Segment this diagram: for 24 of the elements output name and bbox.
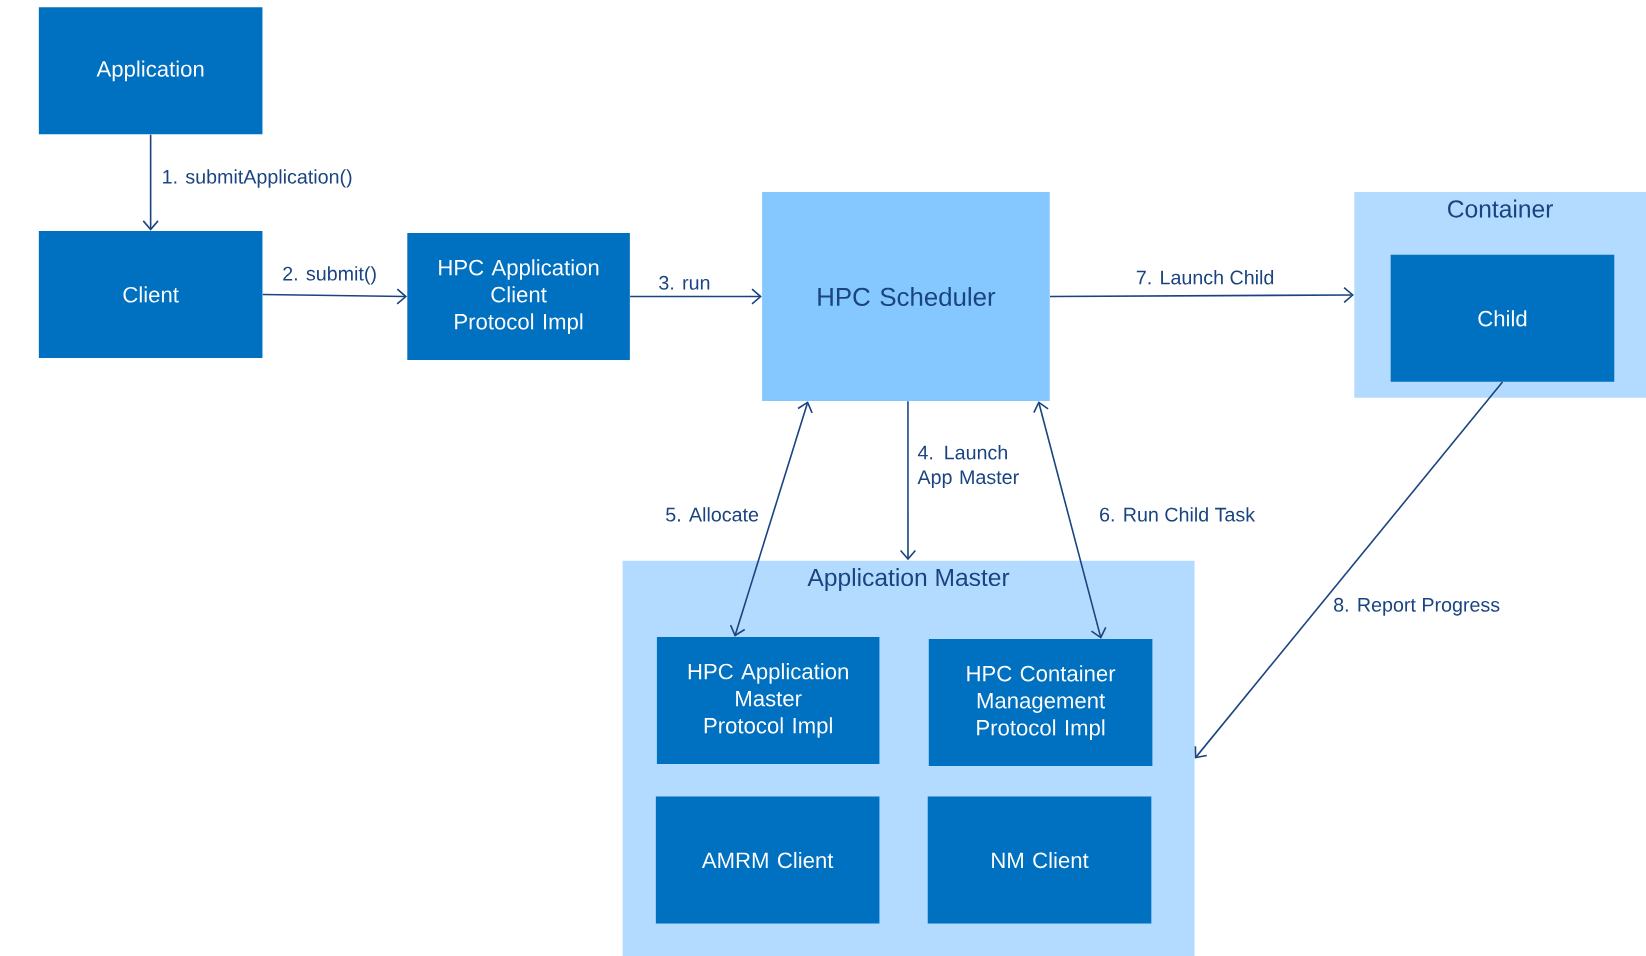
edge-label: 4. Launch App Master [915, 443, 1025, 490]
edge-label: 2. submit() [280, 264, 379, 287]
arrow [1033, 401, 1107, 639]
process-box: NM Client [927, 796, 1152, 924]
process-box: HPC Container Management Protocol Impl [928, 638, 1153, 766]
arrow [899, 400, 917, 561]
edge-label: 7. Launch Child [1134, 268, 1277, 287]
edge-label: 3. run [656, 273, 713, 292]
scheduler-box: HPC Scheduler [762, 191, 1050, 401]
arrow [629, 288, 762, 305]
arrow [1049, 286, 1354, 304]
edge-label: 8. Report Progress [1331, 595, 1502, 618]
process-box: Child [1390, 254, 1615, 382]
process-box: Application [38, 7, 263, 135]
arrow [142, 133, 159, 231]
process-box: HPC Application Client Protocol Impl [407, 232, 630, 360]
edge-label: 6. Run Child Task [1097, 505, 1257, 524]
edge-label: 5. Allocate [663, 505, 761, 524]
process-box: Client [38, 230, 263, 358]
process-box: HPC Application Master Protocol Impl [656, 636, 880, 764]
edge-label: 1. submitApplication() [159, 167, 355, 190]
arrow [261, 288, 408, 305]
process-box: AMRM Client [655, 796, 880, 924]
arrow [729, 401, 813, 637]
